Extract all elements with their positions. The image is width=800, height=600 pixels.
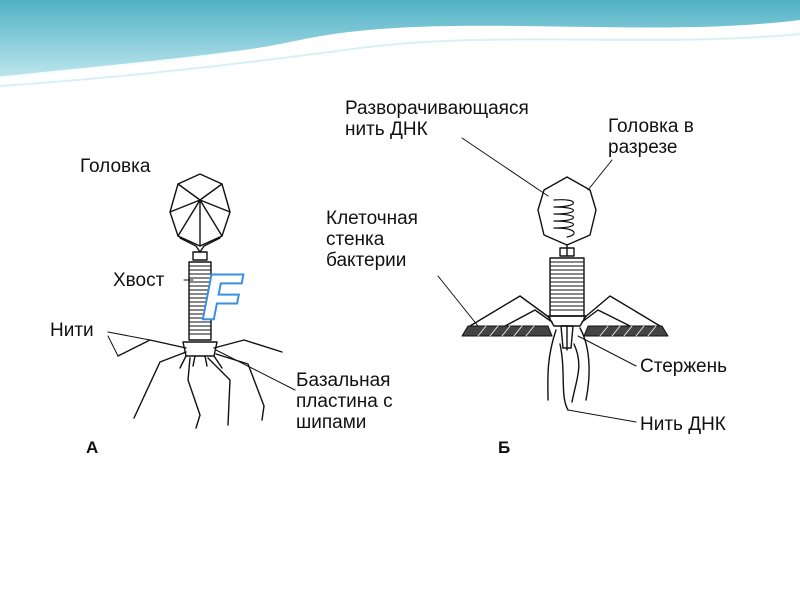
label-core: Стержень [640,356,728,377]
phage-b-core [560,325,574,351]
phage-b-head-section [537,176,597,257]
phage-a-baseplate [179,341,223,369]
label-head-section: Головка в разрезе [608,116,694,158]
label-baseplate: Базальная пластина с шипами [296,370,393,433]
phage-a-tail [188,251,212,341]
header-wave-banner [0,0,800,87]
phage-b-tail [547,247,587,327]
label-head: Головка [80,156,151,177]
phage-b-leader-lines [437,137,637,423]
phage-b-tail-fibers [469,295,661,327]
panel-letter-a: А [86,438,99,457]
label-dna-strand: Нить ДНК [640,414,726,435]
label-tail: Хвост [113,270,165,291]
label-fibers: Нити [50,320,94,341]
phage-a-head [169,173,231,253]
phage-b-dna-strands [547,327,590,411]
phage-b-cell-wall [461,325,669,337]
panel-letter-b: Б [498,438,511,457]
watermark-letter-f: F [203,263,243,332]
label-unwinding-dna: Разворачивающаяся нить ДНК [345,98,529,140]
phage-a-tail-fibers [117,339,283,429]
phage-a-leader-lines [107,279,296,391]
label-cell-wall: Клеточная стенка бактерии [326,208,418,271]
